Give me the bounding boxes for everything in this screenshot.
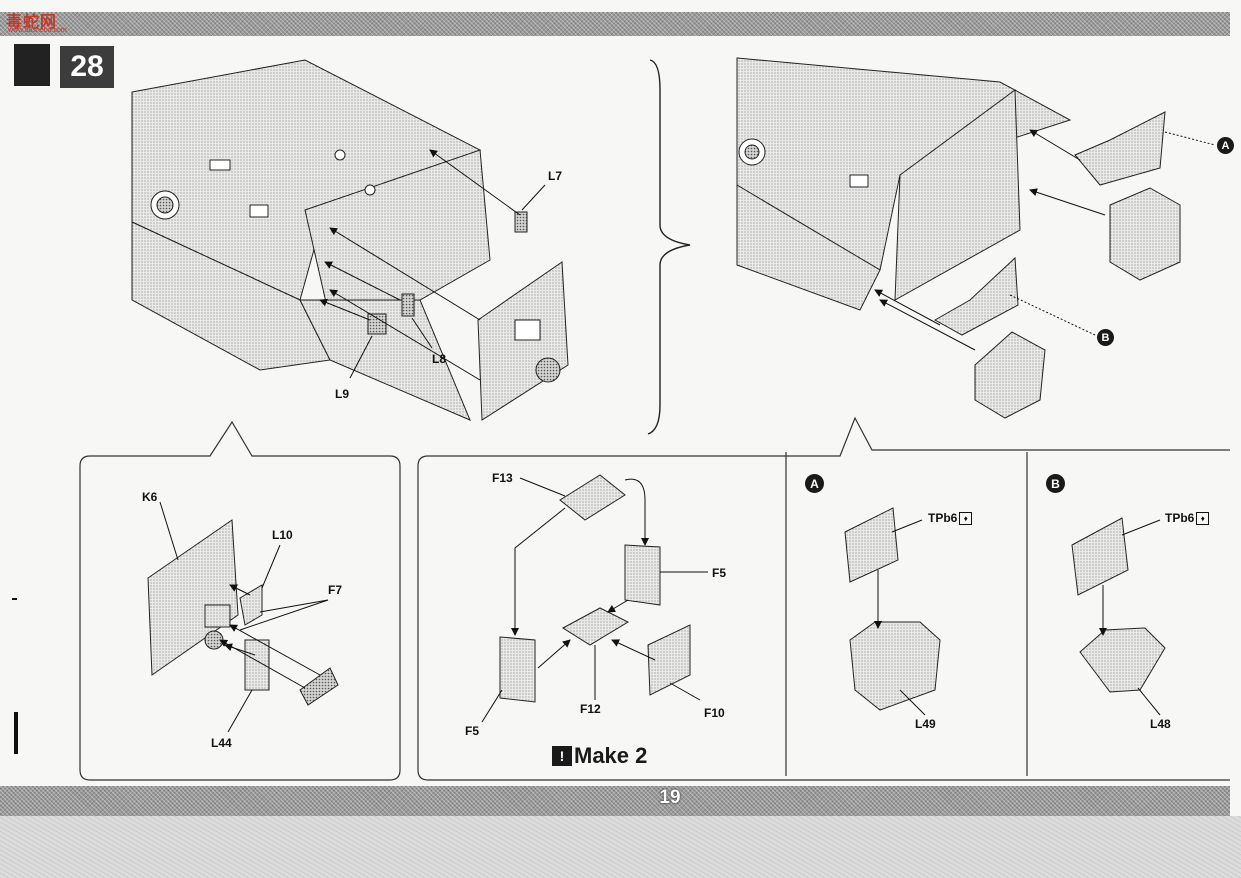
door-leader-lines (159, 501, 329, 733)
brace-separator (647, 59, 691, 435)
label-l10: L10 (272, 528, 293, 542)
label-l8: L8 (432, 352, 447, 366)
photo-etch-icon: ♦ (959, 512, 973, 526)
upper-right-hull (736, 57, 1072, 311)
upper-left-hull (131, 59, 491, 421)
door-k6-detail (147, 519, 339, 706)
stowage-box-b-assembled (933, 256, 1046, 419)
tpb6-b-text: TPb6 (1165, 511, 1195, 525)
label-f7: F7 (328, 583, 343, 597)
label-tpb6-a: TPb6♦ (928, 511, 973, 526)
callout-b-icon: B (1097, 329, 1114, 346)
label-l44: L44 (211, 736, 232, 750)
box-a-leader-lines (874, 519, 926, 716)
callout-a-icon: A (1217, 137, 1234, 154)
bottom-page-band (0, 786, 1230, 816)
part-l8 (401, 293, 415, 317)
label-l9: L9 (335, 387, 350, 401)
part-l7 (514, 211, 528, 233)
stowage-box-a-assembled (1074, 111, 1181, 281)
box-panels-detail (499, 474, 691, 703)
label-f10: F10 (704, 706, 725, 720)
box-a-detail (844, 507, 941, 711)
watermark-logo: 毒蛇网 (6, 14, 58, 31)
label-f5-right: F5 (712, 566, 727, 580)
upper-left-leader-lines (319, 149, 546, 381)
box-b-detail (1071, 517, 1166, 693)
frame-box-subassemblies (417, 416, 1230, 781)
part-l9 (367, 313, 387, 335)
photo-etch-icon: ♦ (1196, 512, 1210, 526)
panel-b-callout-icon: B (1046, 474, 1065, 493)
panel-a-callout-icon: A (805, 474, 824, 493)
top-page-band (0, 12, 1230, 36)
hatch-door (477, 261, 569, 421)
label-f13: F13 (492, 471, 513, 485)
label-f5-left: F5 (465, 724, 480, 738)
binding-mark-top (14, 44, 50, 86)
scan-margin (0, 816, 1241, 878)
binding-mark-side (14, 712, 18, 754)
page-number: 19 (659, 787, 681, 808)
box-b-leader-lines (1099, 519, 1161, 716)
label-tpb6-b: TPb6♦ (1165, 511, 1210, 526)
make-count-icon: ! (552, 746, 572, 766)
watermark-url: www.dusheba.com (8, 27, 67, 34)
label-k6: K6 (142, 490, 158, 504)
label-f12: F12 (580, 702, 601, 716)
binding-tick (12, 598, 17, 600)
box-leader-lines (481, 477, 708, 723)
step-number-badge: 28 (60, 46, 114, 88)
upper-right-leader-lines (874, 129, 1216, 351)
label-l48: L48 (1150, 717, 1171, 731)
label-l49: L49 (915, 717, 936, 731)
make-two-text: Make 2 (574, 743, 648, 768)
frame-door-subassembly (79, 420, 401, 781)
label-l7: L7 (548, 169, 563, 183)
tpb6-a-text: TPb6 (928, 511, 958, 525)
make-two-note: ! Make 2 (552, 743, 647, 769)
